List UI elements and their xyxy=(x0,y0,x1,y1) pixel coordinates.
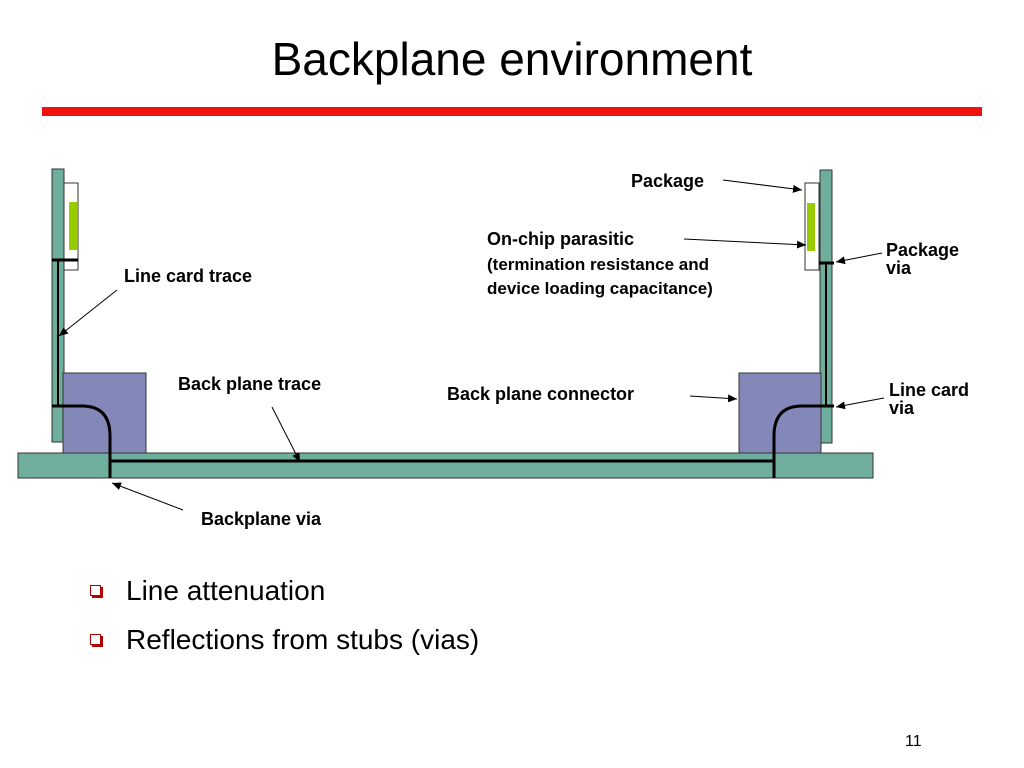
arrow-back-plane-connector xyxy=(689,394,738,403)
left-chip-die xyxy=(69,202,77,250)
bullet-text: Line attenuation xyxy=(126,575,326,606)
arrow-package xyxy=(722,179,803,193)
left-connector-path xyxy=(64,404,112,455)
label-line-card-trace: Line card trace xyxy=(124,266,252,286)
arrow-line-card-via xyxy=(835,397,885,410)
bullet-square-icon xyxy=(90,585,101,596)
arrow-backplane-via xyxy=(111,482,184,511)
bullet-square-icon xyxy=(90,634,101,645)
label-line-card-via-1: Line card xyxy=(889,380,969,400)
label-line-card-via-2: via xyxy=(889,398,915,418)
bullet-list: Line attenuation Reflections from stubs … xyxy=(88,566,479,664)
label-backplane-via: Backplane via xyxy=(201,509,322,529)
slide-title: Backplane environment xyxy=(271,33,753,85)
label-package-via-1: Package xyxy=(886,240,959,260)
right-chip-die xyxy=(807,203,815,251)
label-package: Package xyxy=(631,171,704,191)
page-number: 11 xyxy=(905,733,922,750)
label-on-chip-detail-1: (termination resistance and xyxy=(487,255,709,274)
backplane-board xyxy=(17,452,874,479)
label-on-chip-parasitic: On-chip parasitic xyxy=(487,229,634,249)
bullet-text: Reflections from stubs (vias) xyxy=(126,624,480,655)
label-back-plane-trace: Back plane trace xyxy=(178,374,321,394)
label-package-via-2: via xyxy=(886,258,912,278)
arrow-package-via xyxy=(835,252,883,265)
arrow-line-card-trace xyxy=(58,289,118,337)
bullet-item: Line attenuation xyxy=(88,566,479,615)
title-underline xyxy=(42,107,982,116)
right-connector-path xyxy=(772,404,820,455)
bullet-item: Reflections from stubs (vias) xyxy=(88,615,479,664)
label-on-chip-detail-2: device loading capacitance) xyxy=(487,279,713,298)
arrow-on-chip-parasitic xyxy=(683,238,807,249)
label-back-plane-connector: Back plane connector xyxy=(447,384,634,404)
arrow-back-plane-trace xyxy=(271,406,301,463)
